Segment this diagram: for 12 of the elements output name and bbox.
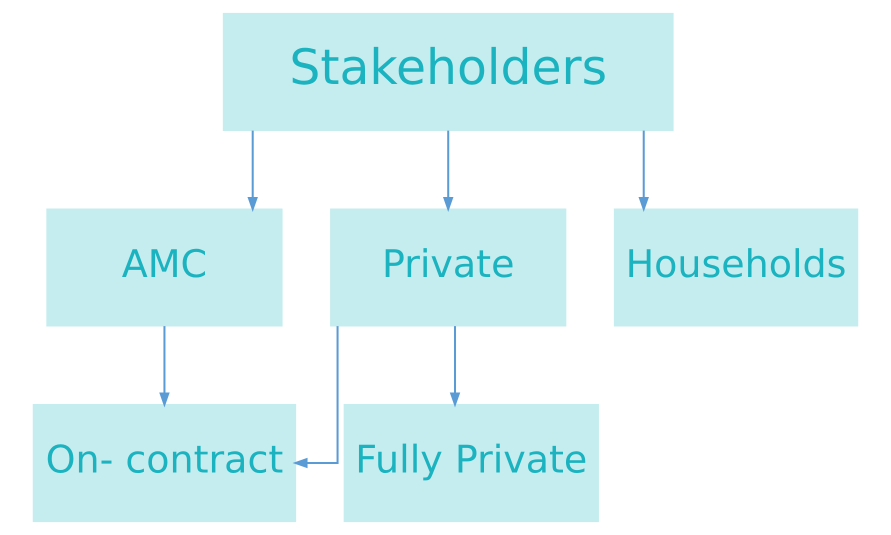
- node-box: Stakeholders: [222, 12, 674, 132]
- node-box: On- contract: [32, 404, 296, 522]
- arrow: [442, 130, 454, 212]
- node-box: Households: [614, 208, 858, 327]
- arrow: [450, 326, 460, 408]
- arrow: [638, 130, 649, 212]
- arrow: [247, 130, 258, 212]
- arrow: [292, 326, 339, 468]
- node-box: Fully Private: [344, 404, 599, 522]
- node-box: AMC: [46, 208, 283, 327]
- node-box: Private: [330, 208, 566, 327]
- arrow: [159, 326, 170, 408]
